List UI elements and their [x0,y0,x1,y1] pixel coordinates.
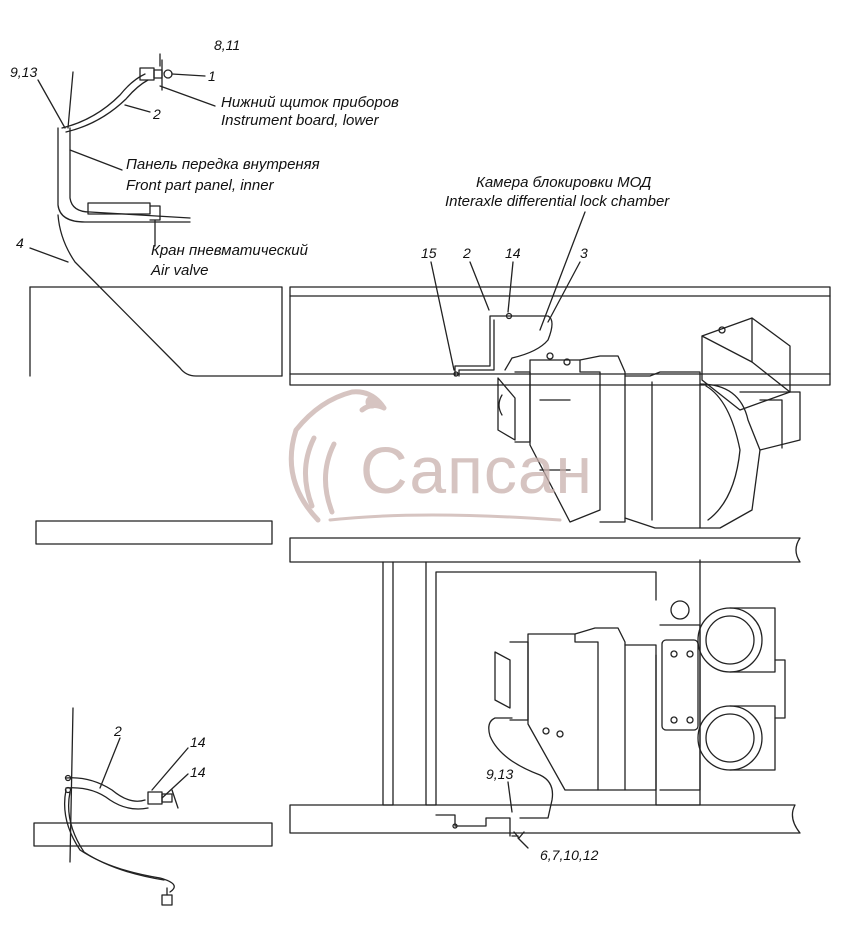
label-dash-lower-ru: Нижний щиток приборов [221,94,399,111]
watermark-text: Сапсан [360,433,594,507]
label-lock-chamber-en: Interaxle differential lock chamber [445,193,670,210]
watermark-bird [288,389,562,523]
transfer-case-upper [497,317,801,529]
callout-9-13-top: 9,13 [10,64,38,80]
callout-3: 3 [580,245,588,261]
lower-pipeline [435,717,554,849]
frame-rail-upper [29,286,831,386]
callout-6-7-10-12: 6,7,10,12 [540,847,599,863]
label-air-valve-ru: Кран пневматический [151,242,308,259]
callout-2-mid: 2 [463,245,471,261]
transfer-case-lower [494,600,786,791]
frame-rail-mid-left [35,520,273,545]
callout-8-11: 8,11 [214,37,241,53]
label-lock-chamber-ru: Камера блокировки МОД [476,174,652,191]
frame-rail-lower [289,804,801,834]
label-front-panel-en: Front part panel, inner [126,177,274,194]
callout-2-bottom: 2 [114,723,122,739]
callout-14-bottom-b: 14 [190,764,206,780]
upper-pipeline [430,211,586,377]
cab-panel-group [29,53,283,377]
cross-members [382,559,701,806]
label-front-panel-ru: Панель передка внутреняя [126,156,320,173]
callout-2-top: 2 [153,106,161,122]
callout-9-13-bottom: 9,13 [486,766,514,782]
callout-15: 15 [421,245,437,261]
label-air-valve-en: Air valve [151,262,209,279]
callout-1: 1 [208,68,216,84]
callout-4: 4 [16,235,24,251]
lower-left-detail [33,707,273,906]
label-dash-lower-en: Instrument board, lower [221,112,379,129]
frame-rail-middle [289,537,801,563]
callout-14-mid: 14 [505,245,521,261]
callout-14-bottom-a: 14 [190,734,206,750]
